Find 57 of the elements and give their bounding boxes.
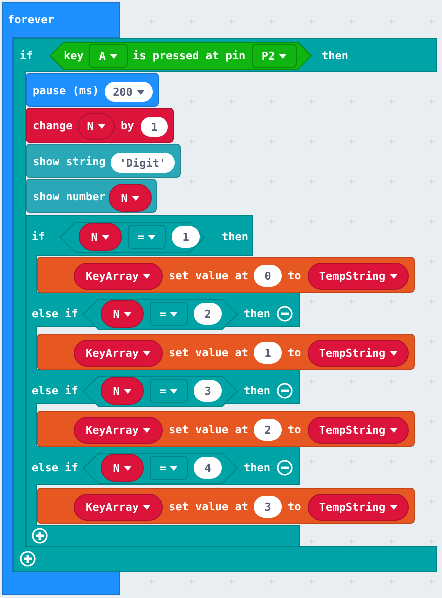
variable-dropdown: KeyArray bbox=[74, 417, 163, 444]
show-block bbox=[26, 144, 181, 178]
block-label: if bbox=[20, 50, 34, 62]
block-label: then bbox=[244, 386, 270, 396]
variable-dropdown: KeyArray bbox=[74, 340, 163, 367]
operator-dropdown: = bbox=[128, 225, 166, 249]
pause-block bbox=[26, 73, 159, 107]
variable-dropdown: KeyArray bbox=[74, 263, 163, 290]
variable-dropdown: TempString bbox=[308, 494, 409, 521]
operator-dropdown: = bbox=[150, 456, 188, 480]
value-field: 'Digit' bbox=[111, 153, 175, 173]
block-label: to bbox=[288, 348, 302, 358]
variable-dropdown: TempString bbox=[308, 417, 409, 444]
block-label: then bbox=[322, 50, 348, 62]
block-label: by bbox=[121, 120, 134, 132]
set-value-block bbox=[37, 411, 415, 447]
variable-dropdown: TempString bbox=[308, 340, 409, 367]
operator-dropdown: = bbox=[150, 302, 188, 326]
value-field: 2 bbox=[254, 419, 282, 441]
variable-dropdown: TempString bbox=[308, 263, 409, 290]
variable-dropdown: N bbox=[109, 184, 152, 212]
block-label: else if bbox=[32, 386, 78, 396]
block-label: set value at bbox=[169, 270, 248, 282]
operator-dropdown: = bbox=[150, 379, 188, 403]
block-label: then bbox=[244, 462, 270, 474]
variable-dropdown: KeyArray bbox=[74, 494, 163, 521]
block-label: then bbox=[244, 308, 270, 320]
option-dropdown: A bbox=[89, 44, 128, 68]
show-block bbox=[26, 179, 157, 213]
block-label: then bbox=[222, 232, 248, 242]
set-value-block bbox=[37, 488, 415, 524]
option-dropdown: P2 bbox=[252, 44, 297, 68]
block-label: else if bbox=[32, 308, 78, 320]
block-label: if bbox=[32, 232, 46, 242]
value-field: 1 bbox=[254, 342, 282, 364]
block-label: key bbox=[64, 50, 84, 62]
block-label: is pressed at pin bbox=[133, 50, 246, 62]
block-label: set value at bbox=[169, 348, 248, 358]
block-label: show number bbox=[33, 192, 106, 202]
block-label: forever bbox=[8, 14, 54, 26]
block-label: set value at bbox=[169, 502, 248, 512]
block-label: to bbox=[288, 424, 302, 436]
block-label: change bbox=[33, 120, 73, 132]
value-field: 0 bbox=[254, 265, 282, 287]
variable-dropdown: N bbox=[78, 113, 115, 140]
set-value-block bbox=[37, 334, 415, 370]
block-label: pause (ms) bbox=[33, 86, 100, 96]
change-block bbox=[26, 108, 174, 143]
block-label: to bbox=[288, 270, 302, 282]
block-label: to bbox=[288, 502, 302, 512]
block-label: else if bbox=[32, 462, 78, 474]
set-value-block bbox=[37, 257, 415, 293]
value-dropdown: 200 bbox=[105, 82, 153, 102]
block-label: set value at bbox=[169, 424, 248, 436]
value-field: 1 bbox=[141, 117, 168, 137]
value-field: 3 bbox=[254, 496, 282, 518]
block-label: show string bbox=[33, 156, 106, 168]
